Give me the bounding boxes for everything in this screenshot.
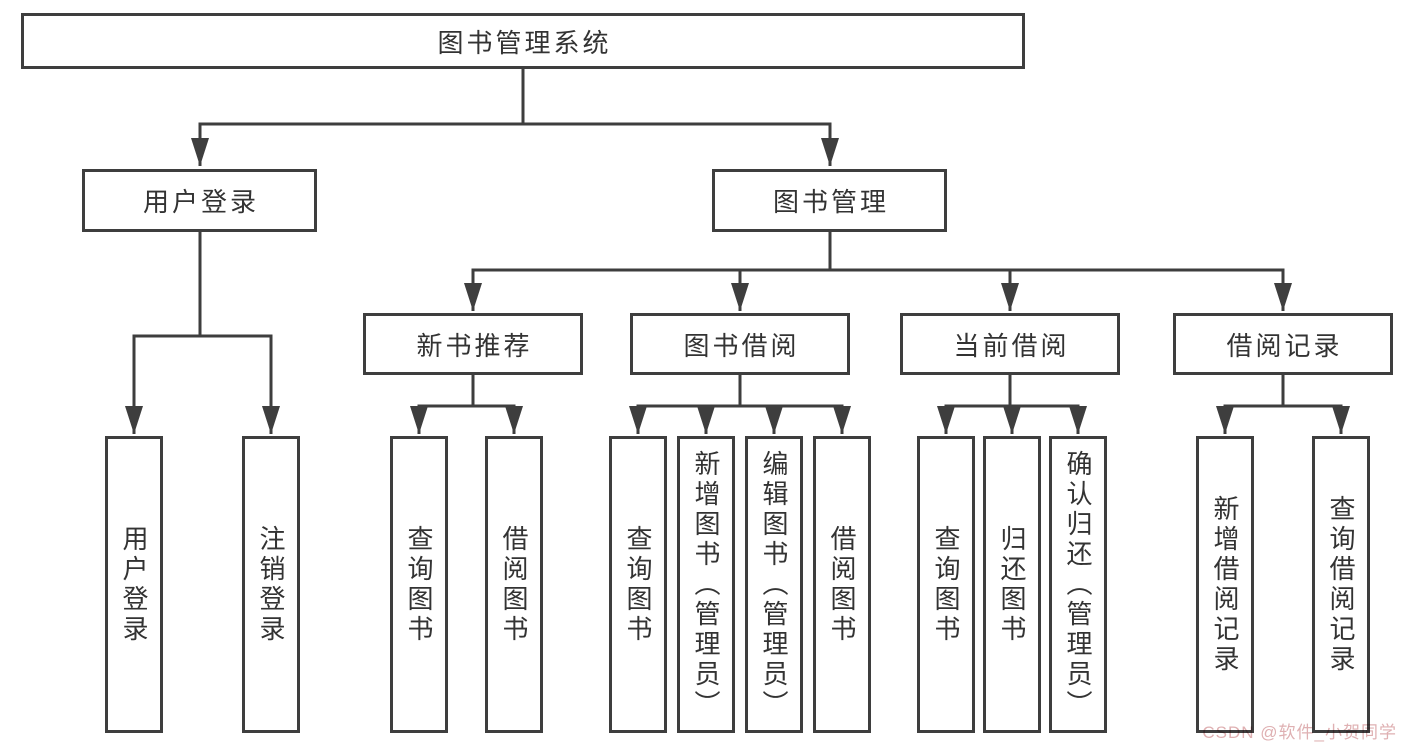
group-node-book-borrow: 图书借阅 xyxy=(630,313,850,375)
node-label: 用户登录 xyxy=(119,524,149,645)
leaf-node-logout: 注销登录 xyxy=(242,436,300,733)
node-label: 借阅图书 xyxy=(499,524,529,645)
leaf-node-query-books: 查询图书 xyxy=(917,436,975,733)
node-label: 查询图书 xyxy=(404,524,434,645)
connector-user-login-to-leaves xyxy=(125,232,280,434)
node-label: 查询图书 xyxy=(931,524,961,645)
node-label: 注销登录 xyxy=(256,524,286,645)
node-label: 用户登录 xyxy=(142,187,259,217)
leaf-node-edit-book-admin: 编辑图书（管理员） xyxy=(745,436,803,733)
node-label: 图书借阅 xyxy=(683,330,800,361)
group-node-new-book-recommend: 新书推荐 xyxy=(363,313,583,375)
leaf-node-add-book-admin: 新增图书（管理员） xyxy=(677,436,735,733)
node-label: 新增借阅记录 xyxy=(1210,494,1240,675)
csdn-watermark: CSDN @软件_小贺同学 xyxy=(1202,723,1397,742)
connector-current-borrow-to-leaves xyxy=(937,375,1087,434)
node-label: 图书管理 xyxy=(772,187,889,217)
connector-book-management-to-groups xyxy=(464,232,1292,311)
node-label: 当前借阅 xyxy=(953,330,1070,361)
group-node-borrow-records: 借阅记录 xyxy=(1173,313,1393,375)
node-label: 确认归还（管理员） xyxy=(1063,449,1093,720)
leaf-node-query-books: 查询图书 xyxy=(390,436,448,733)
leaf-node-confirm-return-admin: 确认归还（管理员） xyxy=(1049,436,1107,733)
node-label: 查询借阅记录 xyxy=(1326,494,1356,675)
leaf-node-user-login: 用户登录 xyxy=(105,436,163,733)
leaf-node-query-borrow-record: 查询借阅记录 xyxy=(1312,436,1370,733)
root-node-library-management-system: 图书管理系统 xyxy=(21,13,1025,69)
branch-node-book-management: 图书管理 xyxy=(712,169,947,232)
node-label: 新书推荐 xyxy=(416,330,533,361)
node-label: 编辑图书（管理员） xyxy=(759,449,789,720)
group-node-current-borrow: 当前借阅 xyxy=(900,313,1120,375)
branch-node-user-login: 用户登录 xyxy=(82,169,317,232)
leaf-node-borrow-books: 借阅图书 xyxy=(813,436,871,733)
leaf-node-add-borrow-record: 新增借阅记录 xyxy=(1196,436,1254,733)
leaf-node-return-books: 归还图书 xyxy=(983,436,1041,733)
node-label: 归还图书 xyxy=(997,524,1027,645)
node-label: 借阅记录 xyxy=(1226,330,1343,361)
node-label: 新增图书（管理员） xyxy=(691,449,721,720)
node-label: 借阅图书 xyxy=(827,524,857,645)
leaf-node-query-books: 查询图书 xyxy=(609,436,667,733)
connector-book-borrow-to-leaves xyxy=(629,375,851,434)
node-label: 图书管理系统 xyxy=(437,27,612,58)
connector-new-book-recommend-to-leaves xyxy=(410,375,523,434)
connector-borrow-records-to-leaves xyxy=(1216,375,1350,434)
node-label: 查询图书 xyxy=(623,524,653,645)
connector-root-to-level2 xyxy=(191,69,839,166)
leaf-node-borrow-books: 借阅图书 xyxy=(485,436,543,733)
